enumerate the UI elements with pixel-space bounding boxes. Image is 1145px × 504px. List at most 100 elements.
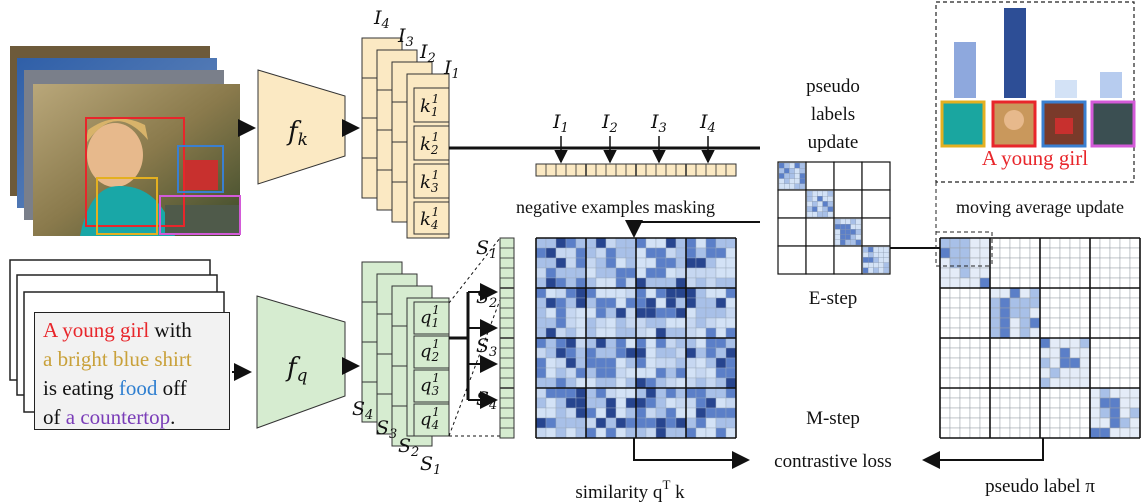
sim-cell (555, 377, 567, 389)
pi-cell (1039, 397, 1051, 409)
sim-cell (705, 287, 717, 299)
estep-cell (855, 218, 862, 225)
pi-cell (989, 317, 1001, 329)
pi-cell (1099, 267, 1111, 279)
pi-cell (949, 357, 961, 369)
pi-cell (969, 357, 981, 369)
sim-cell (715, 367, 727, 379)
pi-cell (1039, 417, 1051, 429)
pi-cell (1099, 337, 1111, 349)
estep-cell (850, 234, 856, 240)
sim-cell (575, 347, 587, 359)
pi-cell (1069, 407, 1081, 419)
pi-cell (1059, 377, 1071, 389)
pi-cell (979, 247, 991, 259)
sim-cell (665, 307, 677, 319)
label-negative-masking: negative examples masking (516, 197, 715, 217)
pi-cell (1119, 237, 1131, 249)
pi-cell (1029, 347, 1041, 359)
pi-cell (989, 417, 1001, 429)
sim-cell (605, 407, 617, 419)
sim-cell (555, 337, 567, 349)
sim-cell (695, 257, 707, 269)
sim-cell (685, 267, 697, 279)
sim-cell (615, 247, 627, 259)
sim-cell (625, 407, 637, 419)
sim-cell (625, 357, 637, 369)
sim-cell (535, 347, 547, 359)
sim-cell (635, 387, 647, 399)
sim-cell (635, 327, 647, 339)
sim-cell (545, 367, 557, 379)
pi-cell (1119, 377, 1131, 389)
sim-cell (555, 417, 567, 429)
pi-cell (1009, 357, 1021, 369)
pi-cell (1059, 357, 1071, 369)
sim-cell (695, 237, 707, 249)
estep-cell (827, 206, 834, 212)
sim-cell (645, 357, 657, 369)
sim-cell (645, 347, 657, 359)
estep-cell (812, 196, 818, 202)
sim-cell (535, 407, 547, 419)
pi-cell (1129, 357, 1141, 369)
pi-cell (1039, 357, 1051, 369)
sim-cell (665, 417, 677, 429)
sim-cell (695, 397, 707, 409)
sim-cell (715, 407, 727, 419)
label-I1: I1 (443, 57, 460, 82)
pi-cell (949, 327, 961, 339)
caption-countertop: a countertop (65, 405, 171, 429)
pi-cell (1109, 267, 1121, 279)
sim-cell (585, 307, 597, 319)
pi-cell (1049, 417, 1061, 429)
pi-cell (949, 317, 961, 329)
pi-cell (1119, 357, 1131, 369)
sim-cell (545, 317, 557, 329)
pi-cell (1069, 427, 1081, 439)
pi-cell (1039, 307, 1051, 319)
pi-cell (1009, 337, 1021, 349)
sim-cell (665, 337, 677, 349)
pi-cell (1069, 347, 1081, 359)
pi-cell (1039, 347, 1051, 359)
estep-cell (834, 224, 841, 230)
sim-cell (585, 317, 597, 329)
pi-cell (1009, 307, 1021, 319)
pi-cell (1049, 377, 1061, 389)
sim-cell (565, 427, 577, 439)
sim-cell (655, 427, 667, 439)
sim-cell (635, 347, 647, 359)
sim-cell (605, 247, 617, 259)
estep-cell (868, 267, 874, 274)
sim-cell (705, 257, 717, 269)
pi-cell (939, 237, 951, 249)
bbox-food (177, 145, 224, 193)
pi-cell (989, 307, 1001, 319)
sim-cell (715, 237, 727, 249)
pi-cell (1079, 307, 1091, 319)
sim-cell (685, 277, 697, 289)
sim-cell (725, 337, 737, 349)
sim-cell (585, 387, 597, 399)
estep-cell (862, 246, 869, 253)
sim-cell (665, 237, 677, 249)
estep-cell (794, 162, 800, 169)
sim-cell (655, 277, 667, 289)
sim-cell (635, 257, 647, 269)
pi-cell (1029, 317, 1041, 329)
pi-cell (959, 287, 971, 299)
sim-cell (645, 417, 657, 429)
pi-cell (1029, 327, 1041, 339)
sim-cell (545, 327, 557, 339)
pi-cell (989, 367, 1001, 379)
pi-cell (1129, 297, 1141, 309)
pi-cell (969, 287, 981, 299)
pi-cell (939, 327, 951, 339)
pi-cell (1089, 397, 1101, 409)
pi-cell (1039, 337, 1051, 349)
arrow-pi-loss (922, 438, 1044, 469)
sim-cell (595, 307, 607, 319)
label-S1-right: S1 (476, 237, 497, 262)
sim-cell (545, 337, 557, 349)
